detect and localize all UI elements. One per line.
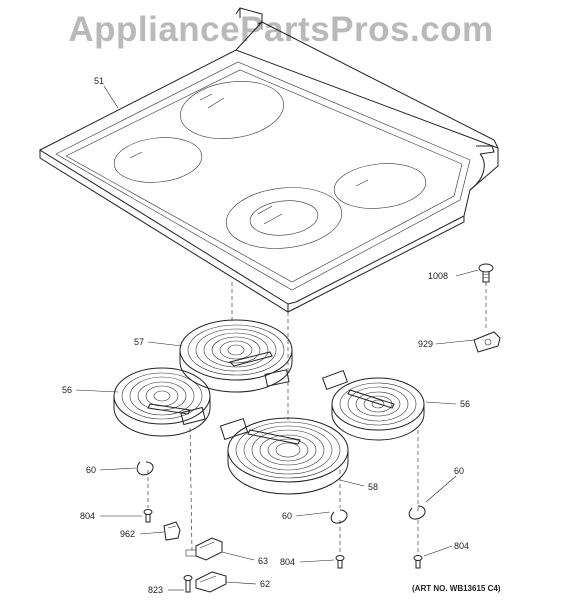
spring-clip-60-mid: [330, 509, 348, 524]
switch-62: [195, 571, 227, 593]
callout-823: 823: [148, 585, 163, 595]
burner-element-56-left: [113, 367, 211, 437]
clip-929: [473, 331, 501, 353]
watermark-text: AppliancePartsPros.com: [68, 10, 494, 49]
callout-56-right: 56: [460, 399, 470, 409]
screw-804-mid: [335, 555, 345, 569]
callout-804-right: 804: [454, 541, 469, 551]
burner-element-57: [179, 319, 293, 393]
callout-56-left: 56: [62, 385, 72, 395]
callout-60-left: 60: [86, 465, 96, 475]
callout-58: 58: [368, 482, 378, 492]
glass-cooktop: [38, 7, 499, 313]
glass-element-front-right: [225, 187, 343, 249]
burner-element-56-right: [321, 369, 425, 441]
callout-60-right: 60: [454, 466, 464, 476]
limiter-63: [185, 537, 223, 561]
screw-804-left: [143, 509, 153, 523]
glass-element-rear-right: [333, 163, 427, 209]
screw-804-right: [413, 555, 423, 569]
glass-element-front-left: [113, 137, 203, 183]
spring-clip-60-right: [408, 505, 426, 520]
callout-62: 62: [260, 579, 270, 589]
callout-962: 962: [120, 529, 135, 539]
callout-1008: 1008: [428, 271, 448, 281]
callout-804-mid: 804: [280, 557, 295, 567]
callout-929: 929: [418, 339, 433, 349]
callout-63: 63: [258, 556, 268, 566]
burner-element-58: [219, 417, 349, 495]
glass-element-rear-left: [180, 81, 284, 139]
callout-804-left: 804: [80, 511, 95, 521]
callout-60-mid: 60: [282, 511, 292, 521]
callout-57: 57: [134, 337, 144, 347]
callout-51: 51: [94, 76, 104, 86]
bracket-962: [163, 521, 181, 541]
screw-823: [183, 575, 193, 593]
spring-clip-60-left: [136, 461, 154, 476]
screw-1008: [478, 263, 494, 283]
art-number: (ART NO. WB13615 C4): [412, 584, 501, 593]
